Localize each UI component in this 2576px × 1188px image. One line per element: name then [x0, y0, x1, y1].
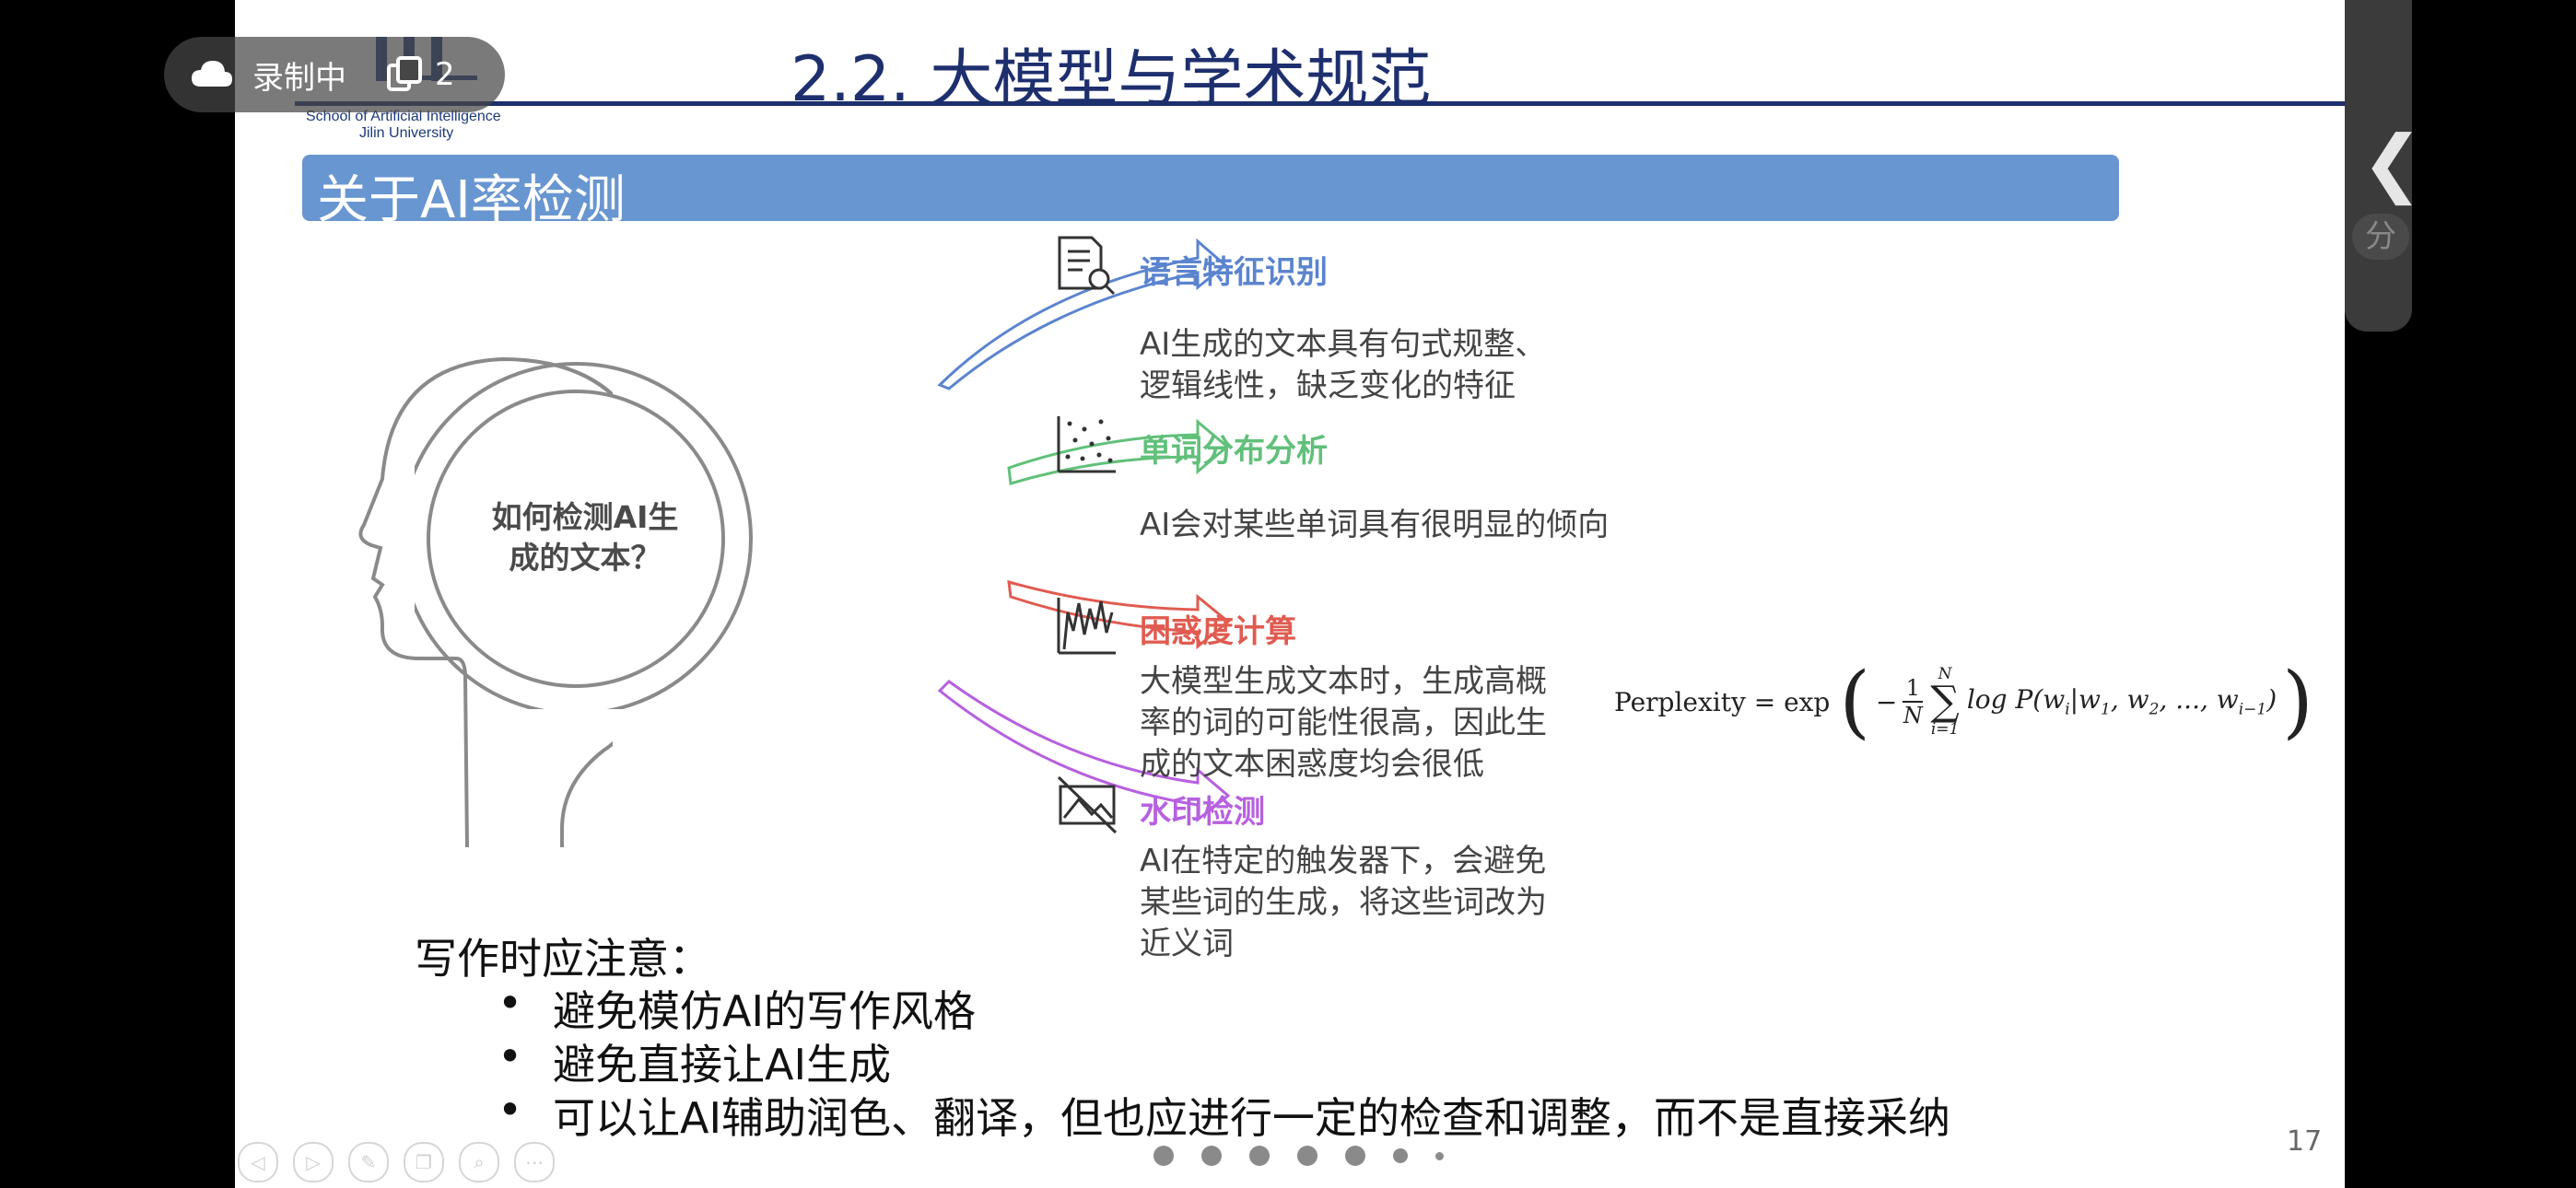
formula-fraction: 1 N: [1903, 675, 1924, 728]
recording-count: 2: [435, 56, 455, 93]
formula-frac-den: N: [1903, 703, 1923, 728]
pager-dot[interactable]: [1249, 1146, 1270, 1166]
formula-paren-close: ): [2282, 656, 2313, 748]
feature-desc-perplexity: 大模型生成文本时，生成高概 率的词的可能性很高，因此生 成的文本困惑度均会很低: [1140, 661, 1547, 786]
bullet-dot-icon: •: [498, 1031, 523, 1081]
head-outline: [415, 362, 753, 709]
formula-frac-num: 1: [1905, 675, 1921, 701]
notes-item-text: 避免模仿AI的写作风格: [553, 986, 977, 1036]
center-question: 如何检测AI生 成的文本？: [465, 497, 705, 578]
feature-desc-line: AI在特定的触发器下，会避免: [1140, 843, 1547, 879]
pen-icon[interactable]: ✎: [348, 1142, 389, 1182]
arrows-group: [937, 238, 1231, 823]
feature-desc-line: AI会对某些单词具有很明显的倾向: [1140, 507, 1610, 543]
feature-desc-line: 率的词的可能性很高，因此生: [1140, 705, 1547, 741]
pager-dots: [1153, 1146, 1444, 1166]
watermark-off-icon: [1057, 775, 1118, 834]
bullet-dot-icon: •: [498, 978, 523, 1028]
arrow-green: [1007, 418, 1230, 485]
more-icon[interactable]: ⋯: [514, 1142, 555, 1182]
copy-icon: [387, 56, 422, 91]
formula-sum-sign: ∑: [1930, 678, 1960, 725]
formula-sum-bottom: i=1: [1930, 720, 1960, 739]
formula-frac-bar: [1903, 701, 1924, 703]
pager-dot[interactable]: [1297, 1146, 1317, 1166]
feature-desc-watermark: AI在特定的触发器下，会避免 某些词的生成，将这些词改为 近义词: [1140, 841, 1547, 965]
zoom-icon[interactable]: ⌕: [459, 1142, 499, 1182]
perplexity-formula: Perplexity = exp ( − 1 N N ∑ i=1 log P(w…: [1614, 656, 2313, 748]
center-question-line1: 如何检测AI生: [491, 499, 679, 535]
formula-paren-open: (: [1839, 656, 1870, 748]
formula-dots: , ..., w: [2159, 684, 2239, 716]
slide: School of Artificial Intelligence Jilin …: [235, 0, 2345, 1188]
section-banner-text: 关于AI率检测: [317, 170, 626, 230]
formula-sum-top: N: [1938, 665, 1952, 683]
copy-icon[interactable]: ❐: [404, 1142, 444, 1182]
feature-desc-distribution: AI会对某些单词具有很明显的倾向: [1140, 505, 1609, 546]
notes-item: • 可以让AI辅助润色、翻译，但也应进行一定的检查和调整，而不是直接采纳: [498, 1085, 1951, 1146]
recording-indicator[interactable]: 录制中 2: [164, 37, 505, 112]
arrow-red: [1007, 579, 1231, 650]
notes-item-text: 可以让AI辅助润色、翻译，但也应进行一定的检查和调整，而不是直接采纳: [553, 1093, 1951, 1143]
pager-dot[interactable]: [1435, 1151, 1444, 1160]
pager-dot[interactable]: [1393, 1148, 1408, 1163]
pager-dot[interactable]: [1153, 1146, 1174, 1166]
feature-desc-line: 成的文本困惑度均会很低: [1140, 746, 1484, 783]
notes-title: 写作时应注意：: [415, 934, 711, 984]
slide-toolbar: ◁ ▷ ✎ ❐ ⌕ ⋯: [238, 1142, 555, 1182]
feature-desc-line: 近义词: [1140, 926, 1234, 962]
notes-item: • 避免模仿AI的写作风格: [498, 978, 977, 1039]
formula-sub: 2: [2149, 700, 2160, 719]
pager-dot[interactable]: [1201, 1146, 1222, 1166]
side-panel: ❮ 分: [2345, 0, 2423, 332]
head-silhouette-icon: [358, 356, 613, 848]
feature-desc-line: 某些词的生成，将这些词改为: [1140, 884, 1547, 921]
feature-title-language: 语言特征识别: [1140, 254, 1328, 291]
arrow-blue: [937, 238, 1228, 390]
logo-school-name: School of Artificial Intelligence: [306, 109, 501, 124]
arrow-purple: [937, 680, 1231, 823]
bullet-dot-icon: •: [498, 1085, 523, 1135]
formula-sub: i−1: [2238, 700, 2267, 719]
chevron-left-icon[interactable]: ❮: [2361, 120, 2424, 205]
cloud-icon: [192, 61, 232, 87]
feature-desc-language: AI生成的文本具有句式规整、 逻辑线性，缺乏变化的特征: [1140, 324, 1546, 407]
formula-w2: , w: [2110, 684, 2149, 716]
center-question-line2: 成的文本？: [509, 540, 662, 576]
formula-log: log P(w: [1966, 684, 2066, 716]
feature-desc-line: AI生成的文本具有句式规整、: [1140, 326, 1547, 363]
formula-minus: −: [1875, 686, 1898, 717]
logo-university-name: Jilin University: [359, 125, 454, 141]
title-divider: [295, 101, 2345, 106]
feature-desc-line: 逻辑线性，缺乏变化的特征: [1140, 367, 1516, 404]
feature-title-distribution: 单词分布分析: [1140, 433, 1328, 470]
pager-dot[interactable]: [1345, 1146, 1365, 1166]
notes-item-text: 避免直接让AI生成: [553, 1040, 892, 1089]
share-button[interactable]: 分: [2352, 214, 2409, 260]
document-search-icon: [1058, 236, 1116, 296]
formula-lhs: Perplexity = exp: [1614, 686, 1831, 717]
formula-close: ): [2266, 684, 2277, 716]
formula-body: log P(wi|w1, w2, ..., wi−1): [1967, 684, 2277, 719]
formula-sum: N ∑ i=1: [1930, 665, 1959, 739]
formula-sub: i: [2065, 700, 2070, 719]
page-number: 17: [2287, 1125, 2323, 1158]
recording-label: 录制中: [252, 59, 346, 97]
scatter-plot-icon: [1057, 416, 1116, 473]
formula-sub: 1: [2101, 700, 2111, 719]
notes-item: • 避免直接让AI生成: [498, 1031, 892, 1092]
prev-icon[interactable]: ◁: [238, 1142, 278, 1182]
formula-given: |w: [2069, 684, 2102, 716]
next-icon[interactable]: ▷: [293, 1142, 334, 1182]
section-banner: 关于AI率检测: [302, 155, 2119, 230]
waveform-chart-icon: [1057, 598, 1116, 655]
feature-desc-line: 大模型生成文本时，生成高概: [1140, 663, 1547, 700]
feature-title-watermark: 水印检测: [1140, 794, 1265, 831]
feature-title-perplexity: 困惑度计算: [1140, 613, 1296, 650]
